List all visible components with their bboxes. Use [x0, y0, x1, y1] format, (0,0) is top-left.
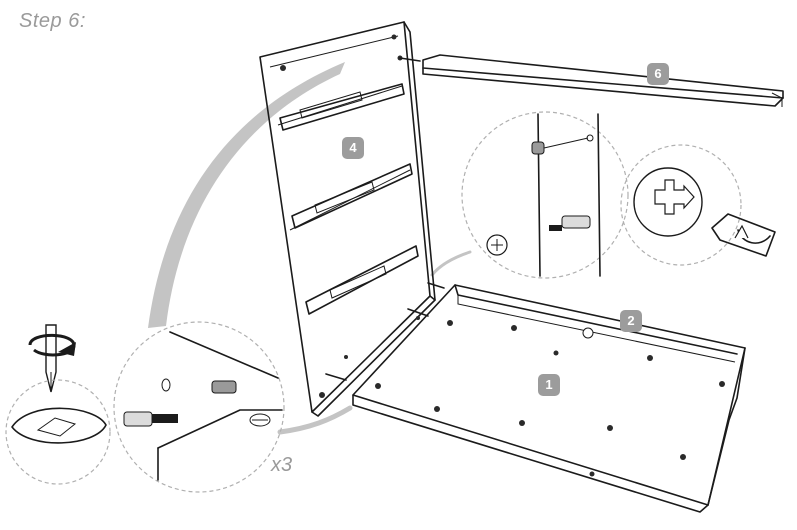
- detail-pointer-line: [430, 250, 472, 277]
- side-panel: [259, 21, 445, 417]
- quantity-label: x3: [271, 454, 293, 476]
- part-label-side-panel: 4: [342, 137, 364, 159]
- base-panel: [352, 284, 746, 513]
- detail-circle-bottom: [113, 321, 285, 493]
- screwdriver-group: [5, 324, 111, 485]
- detail-pointer-arrow: [277, 405, 353, 435]
- top-rail: [397, 54, 784, 107]
- detail-circle-cam-lock: [620, 144, 776, 266]
- part-label-back-edge-panel: 2: [620, 310, 642, 332]
- cam-lock-icon: [654, 179, 695, 215]
- step-title: Step 6:: [19, 10, 86, 32]
- rotate-arrow-icon: [734, 224, 749, 239]
- part-label-top-rail: 6: [647, 63, 669, 85]
- dowel-icon: [561, 215, 591, 229]
- screwdriver-icon: [45, 324, 57, 393]
- part-label-base-panel: 1: [538, 374, 560, 396]
- swing-motion-arrow: [148, 62, 345, 328]
- detail-circle-dowel: [461, 111, 629, 279]
